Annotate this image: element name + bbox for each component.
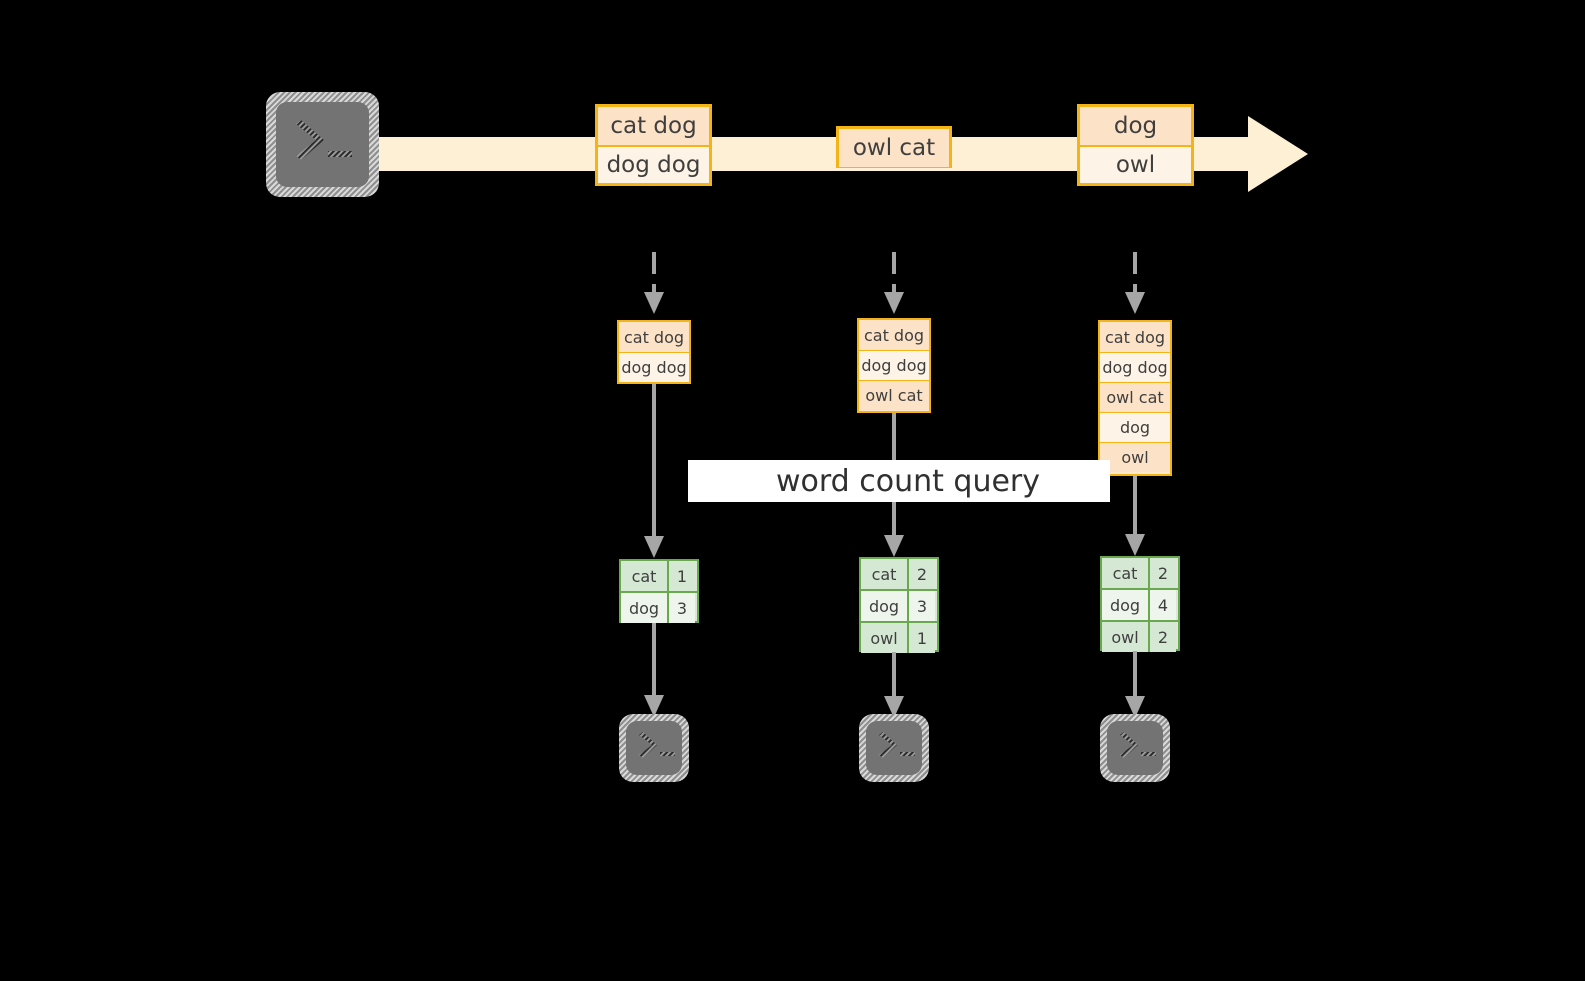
result-word: dog <box>1102 590 1150 620</box>
input-row: dog <box>1100 412 1170 442</box>
result-row: cat 1 <box>621 561 697 591</box>
sink-arrow-3 <box>1125 651 1145 718</box>
dashed-arrow-down-icon-3 <box>1125 252 1145 314</box>
terminal-prompt-glyph <box>879 732 915 758</box>
input-row: dog dog <box>859 350 929 380</box>
result-row: cat 2 <box>1102 558 1178 588</box>
stream-record-3: dog owl <box>1077 104 1194 186</box>
result-count: 3 <box>669 593 695 623</box>
query-arrow-3 <box>1125 476 1145 556</box>
result-word: cat <box>621 561 669 591</box>
input-row: owl <box>1100 442 1170 472</box>
snapshot-3-input-table: cat dog dog dog owl cat dog owl <box>1098 320 1172 476</box>
result-word: owl <box>861 623 909 653</box>
query-arrow-1 <box>644 384 664 558</box>
snapshot-3-sink-terminal-icon <box>1100 714 1170 782</box>
snapshot-3-result-table: cat 2 dog 4 owl 2 <box>1100 556 1180 652</box>
stream-record-line: cat dog <box>598 107 709 145</box>
result-word: dog <box>861 591 909 621</box>
query-label-band: word count query <box>688 460 1110 502</box>
terminal-prompt-glyph <box>639 732 675 758</box>
terminal-face <box>626 721 682 775</box>
input-row: cat dog <box>1100 322 1170 352</box>
result-row: owl 2 <box>1102 620 1178 652</box>
stream-record-line: owl <box>1080 145 1191 183</box>
sink-arrow-1 <box>644 623 664 717</box>
result-row: owl 1 <box>861 621 937 653</box>
result-row: dog 3 <box>621 591 697 623</box>
terminal-face <box>866 721 922 775</box>
result-word: cat <box>1102 558 1150 588</box>
input-row: dog dog <box>1100 352 1170 382</box>
snapshot-2-result-table: cat 2 dog 3 owl 1 <box>859 557 939 653</box>
result-row: dog 3 <box>861 589 937 621</box>
terminal-prompt-glyph <box>296 120 352 160</box>
result-count: 2 <box>1150 558 1176 588</box>
result-count: 4 <box>1150 590 1176 620</box>
result-word: owl <box>1102 622 1150 652</box>
stream-record-line: dog dog <box>598 145 709 183</box>
query-label-text: word count query <box>775 463 1041 499</box>
dashed-arrow-down-icon-2 <box>884 252 904 314</box>
stream-record-1: cat dog dog dog <box>595 104 712 186</box>
result-word: dog <box>621 593 669 623</box>
terminal-face <box>276 102 369 187</box>
input-row: cat dog <box>619 322 689 352</box>
source-terminal-icon <box>266 92 379 197</box>
stream-record-line: owl cat <box>839 129 949 167</box>
result-count: 1 <box>909 623 935 653</box>
snapshot-1-sink-terminal-icon <box>619 714 689 782</box>
result-word: cat <box>861 559 909 589</box>
input-row: owl cat <box>859 380 929 410</box>
result-count: 3 <box>909 591 935 621</box>
sink-arrow-2 <box>884 652 904 718</box>
stream-record-2: owl cat <box>836 126 952 168</box>
snapshot-1-result-table: cat 1 dog 3 <box>619 559 699 623</box>
snapshot-2-input-table: cat dog dog dog owl cat <box>857 318 931 413</box>
dashed-arrow-down-icon-1 <box>644 252 664 314</box>
snapshot-1-input-table: cat dog dog dog <box>617 320 691 384</box>
result-row: dog 4 <box>1102 588 1178 620</box>
input-row: cat dog <box>859 320 929 350</box>
result-row: cat 2 <box>861 559 937 589</box>
snapshot-2-sink-terminal-icon <box>859 714 929 782</box>
terminal-prompt-glyph <box>1120 732 1156 758</box>
result-count: 2 <box>1150 622 1176 652</box>
terminal-face <box>1107 721 1163 775</box>
input-row: dog dog <box>619 352 689 382</box>
result-count: 2 <box>909 559 935 589</box>
input-row: owl cat <box>1100 382 1170 412</box>
result-count: 1 <box>669 561 695 591</box>
stream-record-line: dog <box>1080 107 1191 145</box>
